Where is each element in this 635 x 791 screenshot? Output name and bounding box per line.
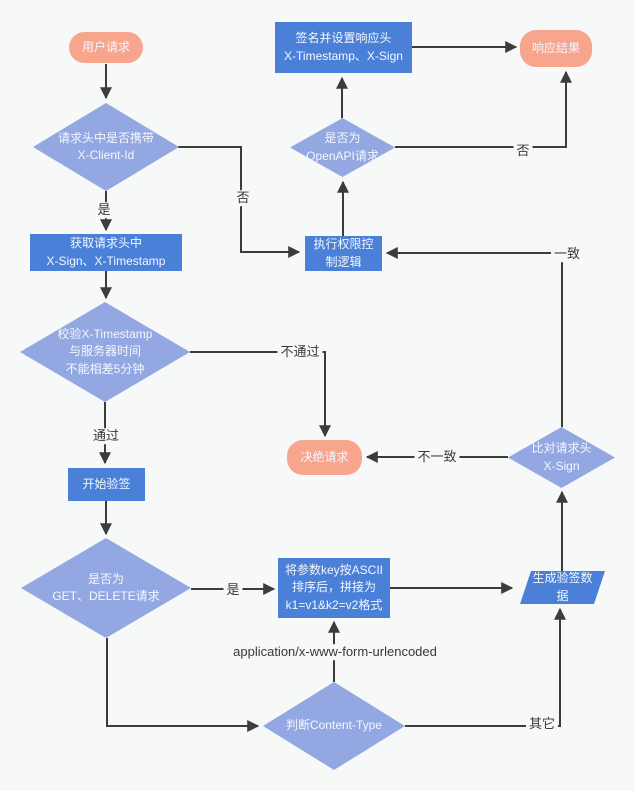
node-label: 校验X-Timestamp [57,326,153,341]
node-reject-request: 决绝请求 [287,440,362,475]
node-label: 响应结果 [531,40,580,55]
node-label: 决绝请求 [300,449,349,464]
node-label: 制逻辑 [325,254,362,269]
edge-label-match: 一致 [550,246,584,262]
node-sort-params: 将参数key按ASCII 排序后，拼接为 k1=v1&k2=v2格式 [278,558,390,618]
node-sign-response: 签名并设置响应头 X-Timestamp、X-Sign [275,22,412,73]
node-label: 判断Content-Type [285,718,383,733]
node-response-result: 响应结果 [520,30,592,67]
node-user-request: 用户请求 [69,32,143,63]
node-exec-permission: 执行权限控 制逻辑 [305,236,382,271]
node-label: 签名并设置响应头 [295,31,392,46]
node-label: 排序后，拼接为 [291,580,376,595]
node-label: OpenAPI请求 [306,148,379,163]
node-label: 获取请求头中 [69,236,142,251]
node-label: X-Client-Id [77,148,135,162]
node-label: X-Sign、X-Timestamp [46,253,166,268]
node-label: X-Sign [543,458,580,473]
node-label: k1=v1&k2=v2格式 [285,597,383,612]
node-label: GET、DELETE请求 [52,589,160,603]
edge-label-no-client-id: 否 [233,190,253,206]
node-label: 执行权限控 [313,237,374,252]
edge-label-other: 其它 [525,716,559,732]
node-label: X-Timestamp、X-Sign [284,48,403,63]
edge-label-form-urlencoded: application/x-www-form-urlencoded [230,644,440,660]
node-start-verify: 开始验签 [68,468,145,501]
node-label: 不能相差5分钟 [65,361,145,376]
edge-label-fail: 不通过 [277,344,323,360]
node-label: 请求头中是否携带 [57,130,154,145]
edge-label-pass: 通过 [89,428,123,444]
node-label: 与服务器时间 [68,344,141,359]
node-label: 据 [556,588,569,603]
edge-label-yes-client-id: 是 [94,202,114,218]
node-label: 生成验签数 [532,571,593,586]
edge-label-no-openapi: 否 [513,143,533,159]
edge-label-yes-get-delete: 是 [223,582,243,598]
node-label: 是否为 [324,131,361,146]
edge-label-mismatch: 不一致 [414,449,460,465]
node-label: 开始验签 [82,476,131,491]
node-label: 用户请求 [81,39,130,54]
node-get-headers: 获取请求头中 X-Sign、X-Timestamp [30,234,182,271]
node-label: 将参数key按ASCII [284,562,384,577]
node-label: 是否为 [87,571,124,586]
node-gen-sign-data: 生成验签数 据 [520,571,605,604]
node-label: 比对请求头 [531,441,592,456]
